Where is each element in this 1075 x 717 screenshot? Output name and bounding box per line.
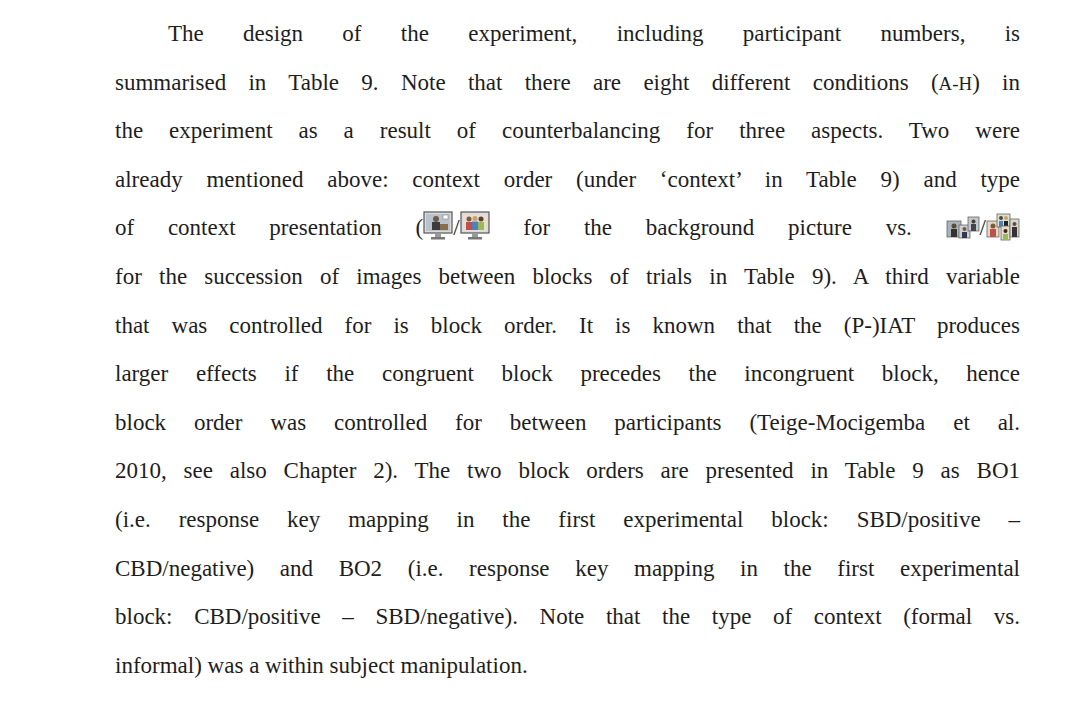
text-line: the experiment as a result of counterbal…	[115, 107, 1020, 156]
formal-images-icon	[946, 215, 980, 241]
body-text: A-H	[939, 73, 973, 94]
text-line: for the succession of images between blo…	[115, 253, 1020, 302]
body-text: for the background picture vs.	[523, 215, 912, 240]
body-text: 2010, see also Chapter 2). The two block…	[115, 458, 1020, 483]
body-text: ) in	[972, 70, 1020, 95]
line-content: CBD/negative) and BO2 (i.e. response key…	[115, 556, 1020, 581]
text-line: block: CBD/positive – SBD/negative). Not…	[115, 593, 1020, 642]
body-text: informal) was a within subject manipulat…	[115, 653, 528, 678]
informal-images-icon	[986, 213, 1020, 241]
line-content: for the succession of images between blo…	[115, 264, 1020, 289]
text-line: The design of the experiment, including …	[115, 10, 1020, 59]
body-text: /	[980, 215, 986, 240]
body-text: that was controlled for is block order. …	[115, 313, 1020, 338]
body-text: for the succession of images between blo…	[115, 264, 1020, 289]
line-content: (i.e. response key mapping in the first …	[115, 507, 1020, 532]
line-content: 2010, see also Chapter 2). The two block…	[115, 458, 1020, 483]
body-text: the experiment as a result of counterbal…	[115, 118, 1020, 143]
body-text: CBD/negative) and BO2 (i.e. response key…	[115, 556, 1020, 581]
body-text: block: CBD/positive – SBD/negative). Not…	[115, 604, 1020, 629]
informal-screen-icon	[460, 211, 490, 241]
formal-screen-icon	[423, 211, 453, 241]
line-content: the experiment as a result of counterbal…	[115, 118, 1020, 143]
text-line: block order was controlled for between p…	[115, 399, 1020, 448]
line-content: informal) was a within subject manipulat…	[115, 653, 528, 678]
body-text: (i.e. response key mapping in the first …	[115, 507, 1020, 532]
body-text: larger effects if the congruent block pr…	[115, 361, 1020, 386]
line-content: larger effects if the congruent block pr…	[115, 361, 1020, 386]
body-text: block order was controlled for between p…	[115, 410, 1020, 435]
body-text: /	[453, 215, 459, 240]
line-content: block: CBD/positive – SBD/negative). Not…	[115, 604, 1020, 629]
text-line: of context presentation ( / for the back…	[115, 204, 1020, 253]
body-text: already mentioned above: context order (…	[115, 167, 1020, 192]
text-line: summarised in Table 9. Note that there a…	[115, 59, 1020, 108]
text-line: that was controlled for is block order. …	[115, 302, 1020, 351]
line-content: of context presentation ( / for the back…	[115, 215, 1020, 240]
text-line: CBD/negative) and BO2 (i.e. response key…	[115, 545, 1020, 594]
paragraph: The design of the experiment, including …	[115, 10, 1020, 690]
text-line: 2010, see also Chapter 2). The two block…	[115, 447, 1020, 496]
text-line: (i.e. response key mapping in the first …	[115, 496, 1020, 545]
text-line: larger effects if the congruent block pr…	[115, 350, 1020, 399]
line-content: summarised in Table 9. Note that there a…	[115, 70, 1020, 95]
line-content: block order was controlled for between p…	[115, 410, 1020, 435]
line-content: that was controlled for is block order. …	[115, 313, 1020, 338]
text-line: informal) was a within subject manipulat…	[115, 642, 1020, 691]
body-text: of context presentation (	[115, 215, 423, 240]
body-text: The design of the experiment, including …	[168, 21, 1020, 46]
body-text: summarised in Table 9. Note that there a…	[115, 70, 939, 95]
line-content: already mentioned above: context order (…	[115, 167, 1020, 192]
text-line: already mentioned above: context order (…	[115, 156, 1020, 205]
line-content: The design of the experiment, including …	[168, 21, 1020, 46]
